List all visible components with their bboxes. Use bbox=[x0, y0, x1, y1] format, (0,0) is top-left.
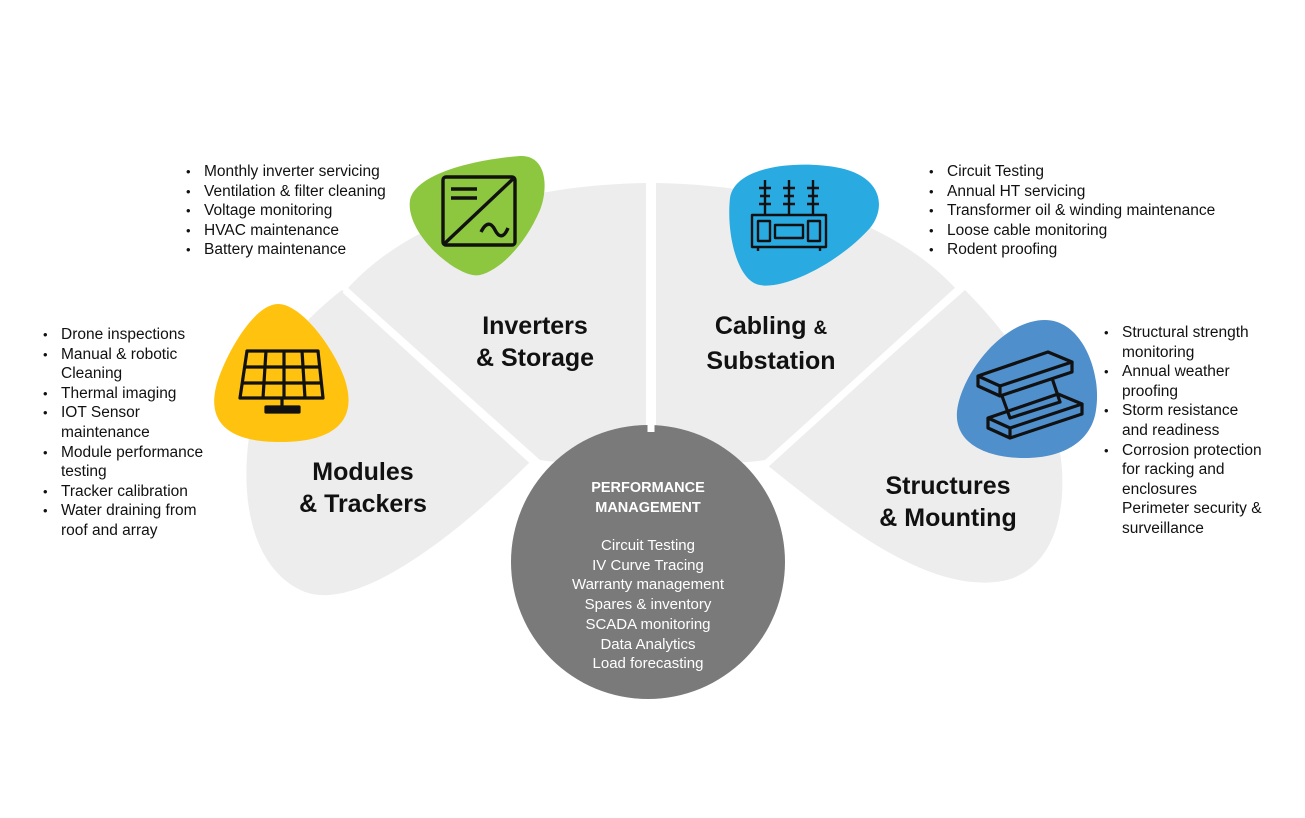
segment-title-structures-line1: Structures bbox=[885, 472, 1011, 500]
segment-title-inverters-line1: Inverters bbox=[482, 312, 588, 340]
performance-management-title-line2: MANAGEMENT bbox=[595, 500, 701, 516]
segment-title-cabling-amp: & bbox=[813, 318, 828, 339]
list-item-continued: monitoring bbox=[1122, 343, 1195, 361]
list-item: Circuit Testing bbox=[601, 537, 695, 554]
segment-cabling bbox=[656, 183, 957, 463]
list-item: Battery maintenance bbox=[184, 240, 386, 260]
list-item: Annual weather bbox=[1102, 362, 1262, 382]
list-item-continued: Perimeter security & bbox=[1122, 500, 1262, 518]
list-item: Warranty management bbox=[571, 576, 724, 594]
segment-title-modules-line1: Modules bbox=[312, 458, 414, 486]
segment-title-modules-line2: & Trackers bbox=[299, 490, 427, 518]
badge-structures bbox=[956, 320, 1098, 458]
list-item: Module performance bbox=[41, 443, 203, 463]
segment-inverters bbox=[348, 183, 646, 463]
transformer-icon bbox=[750, 180, 828, 251]
list-item-continued: and readiness bbox=[1122, 421, 1220, 439]
segment-title-inverters: Inverters & Storage bbox=[440, 310, 630, 374]
list-item: IOT Sensor bbox=[41, 403, 203, 423]
list-item: Load forecasting bbox=[592, 655, 704, 673]
center-circle bbox=[511, 425, 785, 699]
list-item: Loose cable monitoring bbox=[927, 221, 1215, 241]
list-inverters: Monthly inverter servicing Ventilation &… bbox=[184, 162, 386, 260]
list-item: Monthly inverter servicing bbox=[184, 162, 386, 182]
list-item: SCADA monitoring bbox=[585, 615, 711, 633]
list-item: Circuit Testing bbox=[927, 162, 1215, 182]
performance-management-list: Circuit Testing IV Curve Tracing Warrant… bbox=[512, 536, 784, 674]
segment-title-cabling: Cabling & Substation bbox=[672, 310, 870, 377]
list-item: Thermal imaging bbox=[41, 384, 203, 404]
inverter-icon bbox=[441, 175, 517, 247]
list-item: Tracker calibration bbox=[41, 482, 203, 502]
list-item: Voltage monitoring bbox=[184, 201, 386, 221]
list-item: Drone inspections bbox=[41, 325, 203, 345]
solar-panel-icon bbox=[238, 349, 325, 414]
list-item-continued: for racking and bbox=[1122, 461, 1225, 479]
list-item: Rodent proofing bbox=[927, 240, 1215, 260]
segment-title-structures-line2: & Mounting bbox=[879, 504, 1017, 532]
list-item: Water draining from bbox=[41, 501, 203, 521]
performance-management-panel: PERFORMANCE MANAGEMENT Circuit Testing I… bbox=[512, 438, 784, 688]
list-item: Storm resistance bbox=[1102, 401, 1262, 421]
list-modules: Drone inspections Manual & robotic Clean… bbox=[41, 325, 203, 541]
list-item: Annual HT servicing bbox=[927, 182, 1215, 202]
segment-title-cabling-line2: Substation bbox=[706, 347, 836, 375]
performance-management-title: PERFORMANCE MANAGEMENT bbox=[512, 478, 784, 518]
segment-title-modules: Modules & Trackers bbox=[270, 456, 456, 520]
list-item: Manual & robotic bbox=[41, 345, 203, 365]
list-item: Structural strength bbox=[1102, 323, 1262, 343]
list-item-continued: testing bbox=[61, 463, 107, 481]
list-item-continued: surveillance bbox=[1122, 519, 1204, 537]
badge-modules bbox=[214, 304, 349, 442]
list-item: Spares & inventory bbox=[584, 596, 712, 614]
segment-title-cabling-line1-wrap: Cabling & bbox=[672, 310, 870, 345]
list-item-continued: proofing bbox=[1122, 382, 1179, 400]
performance-management-title-line1: PERFORMANCE bbox=[591, 480, 705, 496]
segment-title-inverters-line2: & Storage bbox=[475, 344, 595, 372]
list-item-continued: maintenance bbox=[61, 423, 150, 441]
steel-beam-icon bbox=[976, 350, 1084, 440]
list-item: Transformer oil & winding maintenance bbox=[927, 201, 1215, 221]
list-cabling: Circuit Testing Annual HT servicing Tran… bbox=[927, 162, 1215, 260]
list-item: Data Analytics bbox=[600, 635, 696, 653]
list-item-continued: Cleaning bbox=[61, 365, 123, 383]
segment-title-structures: Structures & Mounting bbox=[850, 470, 1046, 534]
list-item: IV Curve Tracing bbox=[592, 556, 704, 574]
list-item-continued: roof and array bbox=[61, 521, 158, 539]
list-item-continued: enclosures bbox=[1122, 480, 1197, 498]
segment-title-cabling-line1: Cabling bbox=[714, 312, 807, 340]
list-item: HVAC maintenance bbox=[184, 221, 386, 241]
list-item: Corrosion protection bbox=[1102, 441, 1262, 461]
list-structures: Structural strength monitoring Annual we… bbox=[1102, 323, 1262, 539]
separators bbox=[342, 178, 963, 469]
list-item: Ventilation & filter cleaning bbox=[184, 182, 386, 202]
